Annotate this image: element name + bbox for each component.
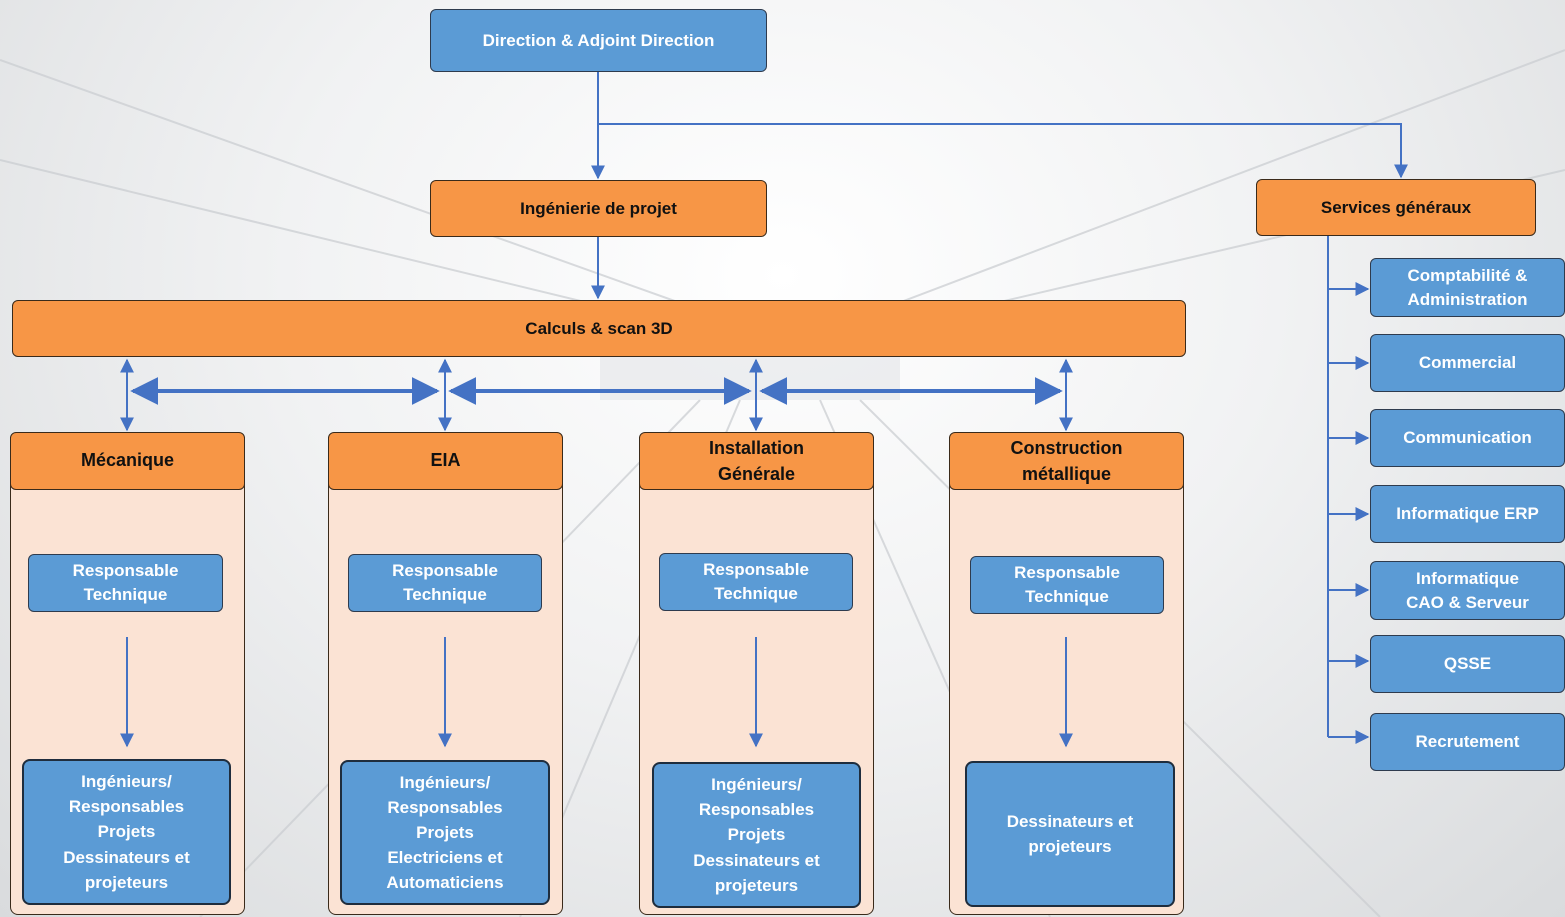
ingenierie-box: Ingénierie de projet <box>430 180 767 237</box>
direction-box: Direction & Adjoint Direction <box>430 9 767 72</box>
dept-title-construction: Construction métallique <box>949 432 1184 490</box>
team-mecanique: Ingénieurs/ Responsables Projets Dessina… <box>22 759 231 905</box>
responsable-installation: Responsable Technique <box>659 553 853 611</box>
service-informatique-erp: Informatique ERP <box>1370 485 1565 543</box>
service-recrutement: Recrutement <box>1370 713 1565 771</box>
services-generaux-box: Services généraux <box>1256 179 1536 236</box>
responsable-eia: Responsable Technique <box>348 554 542 612</box>
team-construction: Dessinateurs et projeteurs <box>965 761 1175 907</box>
responsable-construction: Responsable Technique <box>970 556 1164 614</box>
responsable-mecanique: Responsable Technique <box>28 554 223 612</box>
dept-title-eia: EIA <box>328 432 563 490</box>
dept-title-mecanique: Mécanique <box>10 432 245 490</box>
service-communication: Communication <box>1370 409 1565 467</box>
team-eia: Ingénieurs/ Responsables Projets Electri… <box>340 760 550 905</box>
dept-title-installation: Installation Générale <box>639 432 874 490</box>
service-qsse: QSSE <box>1370 635 1565 693</box>
service-commercial: Commercial <box>1370 334 1565 392</box>
service-comptabilite: Comptabilité & Administration <box>1370 258 1565 317</box>
service-informatique-cao: Informatique CAO & Serveur <box>1370 561 1565 620</box>
team-installation: Ingénieurs/ Responsables Projets Dessina… <box>652 762 861 908</box>
calculs-scan-box: Calculs & scan 3D <box>12 300 1186 357</box>
